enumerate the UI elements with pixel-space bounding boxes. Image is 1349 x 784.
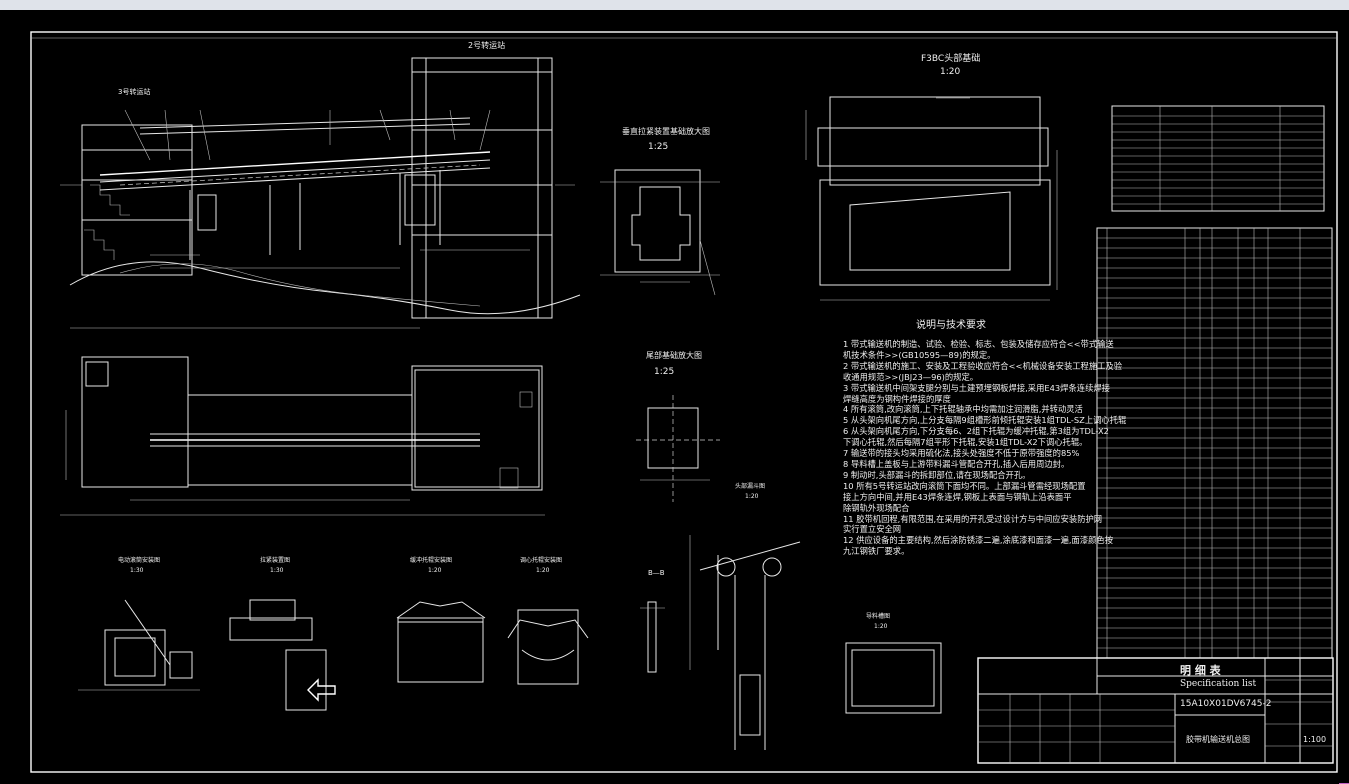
- note-line: 4 所有滚筒,改向滚筒,上下托辊轴承中均需加注润滑脂,并转动灵活: [843, 404, 1083, 415]
- section-label: B—B: [648, 569, 665, 577]
- plan-view: [60, 356, 545, 516]
- note-line: 12 供应设备的主要结构,然后涂防锈漆二遍,涂底漆和面漆一遍,面漆颜色按: [843, 535, 1114, 546]
- parts-list-subtitle: Specification list: [1180, 679, 1257, 689]
- technical-notes: 1 带式输送机的制造、试验、检验、标志、包装及储存应符合<<带式输送 机技术条件…: [843, 339, 1127, 557]
- drawing-border: [30, 31, 1338, 773]
- note-line: 9 制动时,头部漏斗的拆卸部位,请在现场配合开孔。: [843, 469, 1031, 480]
- view-scale: 1:20: [428, 567, 442, 574]
- view-title: 调心托辊安装图: [520, 557, 563, 564]
- view-title: 拉紧装置图: [260, 557, 291, 564]
- tail-title: 尾部基础放大图: [646, 351, 702, 360]
- foundation-scale: 1:20: [940, 67, 961, 77]
- head-foundation-detail: [805, 96, 1058, 301]
- drawing-name: 胶带机输送机总图: [1186, 735, 1250, 744]
- drawing-scale: 1:100: [1303, 735, 1327, 744]
- view-scale: 1:20: [745, 493, 759, 500]
- note-line: 焊缝高度为钢构件焊接的厚度: [843, 393, 951, 404]
- note-line: 机技术条件>>(GB10595—89)的规定。: [843, 349, 996, 360]
- tail-foundation-detail: [636, 395, 720, 502]
- note-line: 九江钢铁厂要求。: [843, 546, 910, 557]
- tension-foundation-detail: [600, 169, 720, 296]
- view-title: 缓冲托辊安装图: [410, 557, 453, 564]
- view-title: 电动滚筒安装图: [118, 557, 161, 564]
- parts-list-table: [1096, 227, 1333, 659]
- view-scale: 1:20: [536, 567, 550, 574]
- foundation-title: F3BC头部基础: [921, 54, 981, 64]
- title-block: [977, 657, 1334, 764]
- note-line: 接上方向中间,并用E43焊条连焊,钢板上表面与钢轨上沿表面平: [843, 491, 1072, 502]
- title-top-station: 2号转运站: [468, 41, 506, 50]
- parts-list-rows: [1097, 237, 1332, 649]
- drawing-number: 15A10X01DV6745-2: [1180, 699, 1272, 709]
- notes-title: 说明与技术要求: [916, 320, 986, 331]
- parameter-table: [1111, 105, 1325, 212]
- note-line: 7 输送带的接头均采用硫化法,接头处强度不低于原带强度的85%: [843, 448, 1080, 459]
- view-scale: 1:20: [874, 623, 888, 630]
- tail-scale: 1:25: [654, 367, 675, 377]
- title-left-station: 3号转运站: [118, 88, 151, 96]
- app-title-bar: [0, 0, 1349, 10]
- view-title: 导料槽图: [866, 613, 891, 620]
- note-line: 10 所有5号转运站改向滚筒下面均不同。上部漏斗管需经现场配置: [843, 480, 1086, 491]
- parts-list-title: 明 细 表: [1180, 664, 1221, 677]
- note-line: 下调心托辊,然后每隔7组平形下托辊,安装1组TDL-X2下调心托辊。: [843, 437, 1088, 448]
- note-line: 2 带式输送机的施工、安装及工程验收应符合<<机械设备安装工程施工及验: [843, 360, 1123, 371]
- note-line: 除钢轨外现场配合: [843, 502, 910, 513]
- note-line: 5 从头架向机尾方向,上分支每隔9组槽形前倾托辊安装1组TDL-SZ上调心托辊: [843, 415, 1127, 426]
- elevation-view: [60, 57, 581, 329]
- note-line: 3 带式输送机中间架支腿分别与土建预埋钢板焊接,采用E43焊条连续焊接: [843, 382, 1110, 393]
- view-scale: 1:30: [130, 567, 144, 574]
- note-line: 6 从头架向机尾方向,下分支每6、2组下托辊为缓冲托辊,第3组为TDL-X2: [843, 426, 1109, 437]
- note-line: 1 带式输送机的制造、试验、检验、标志、包装及储存应符合<<带式输送: [843, 339, 1114, 349]
- note-line: 收通用规范>>(JBJ23—96)的规定。: [843, 371, 979, 382]
- view-scale: 1:30: [270, 567, 284, 574]
- note-line: 实行置立安全网: [843, 524, 902, 535]
- tension-title: 垂直拉紧装置基础放大图: [622, 127, 710, 136]
- drawing-svg: [30, 31, 1338, 773]
- detail-views: [78, 535, 942, 750]
- tension-scale: 1:25: [648, 142, 669, 152]
- view-title: 头部漏斗图: [735, 483, 766, 490]
- cad-drawing-canvas[interactable]: 2号转运站 3号转运站 F3BC头部基础 1:20 垂直拉紧装置基础放大图 1:…: [0, 10, 1349, 784]
- note-line: 8 导料槽上盖板与上游带料漏斗管配合开孔,插入后用周边封。: [843, 458, 1070, 469]
- note-line: 11 胶带机回程,有限范围,在采用的开孔受过设计方与中间应安装防护网: [843, 513, 1103, 524]
